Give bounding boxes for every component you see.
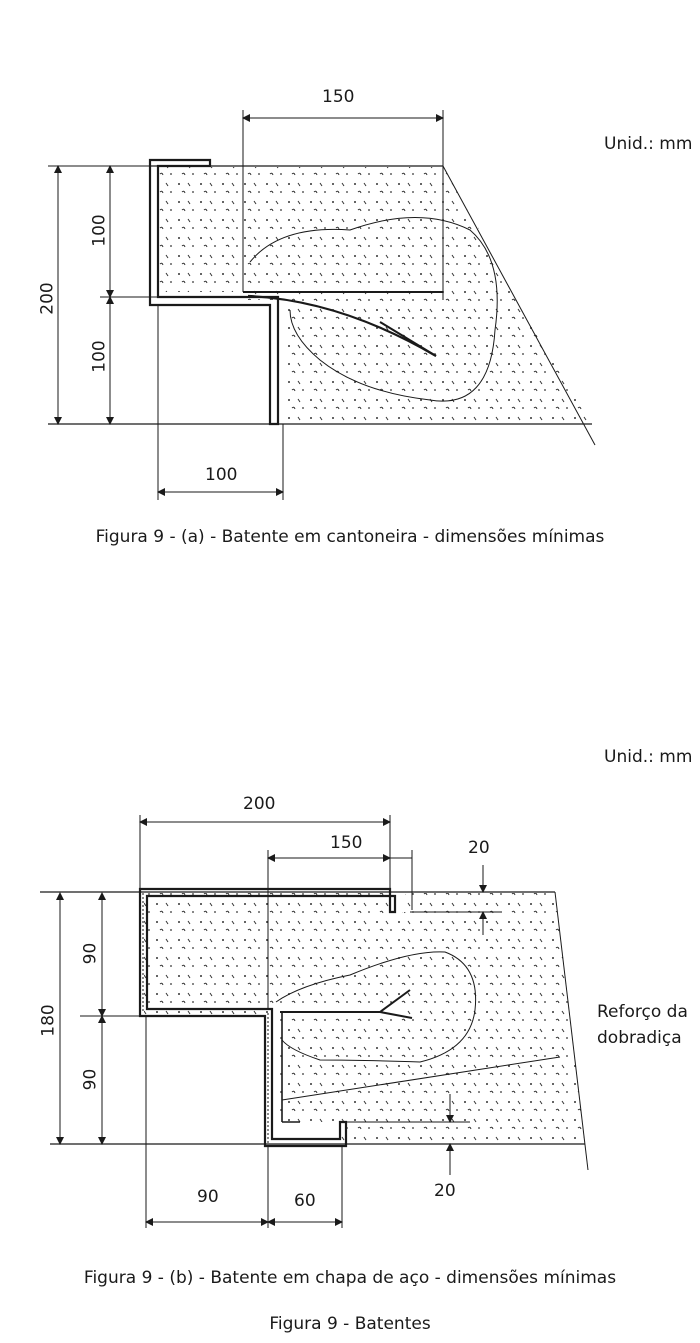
figure-a-unit-label: Unid.: mm [604, 134, 693, 154]
figure-a-caption: Figura 9 - (a) - Batente em cantoneira -… [95, 527, 605, 547]
figure-a-concrete-lower [285, 167, 592, 424]
figure-b-dim-gap-top: 20 [468, 838, 490, 858]
figure-b-dim-height-lower: 90 [80, 1068, 101, 1091]
figure-a-dim-bottom: 100 [205, 465, 238, 485]
figure-a-drawing [48, 110, 596, 500]
figure-b-dim-gap-bottom: 20 [434, 1181, 456, 1201]
figure-b-concrete-upper [144, 893, 405, 1016]
figure-b-dim-top-inner: 150 [330, 833, 363, 853]
figure-b-dim-top-outer: 200 [243, 794, 276, 814]
figure-a-concrete-upper [158, 167, 443, 300]
figure-b-unit-label: Unid.: mm [604, 747, 693, 767]
figure-b-plate-profile [138, 887, 397, 1148]
figure-a-dim-height-lower: 100 [89, 340, 110, 373]
figure-b-concrete-lower [280, 893, 585, 1144]
figure-b-drawing [40, 815, 589, 1228]
figure-b-dim-height-total: 180 [38, 1004, 59, 1037]
figure-b-caption: Figura 9 - (b) - Batente em chapa de aço… [83, 1268, 617, 1288]
figure-b-reinforcement-label-2: dobradiça [597, 1028, 682, 1048]
figure-a-angle-profile [148, 158, 280, 426]
figure-b-dim-bottom-right: 60 [294, 1191, 316, 1211]
figure-a-dim-top: 150 [322, 87, 355, 107]
main-caption: Figura 9 - Batentes [269, 1314, 431, 1334]
figure-a-dim-height-upper: 100 [89, 214, 110, 247]
figure-b-dim-bottom-left: 90 [197, 1187, 219, 1207]
figure-b-dim-height-upper: 90 [80, 942, 101, 965]
figure-b-reinforcement-label-1: Reforço da [597, 1002, 688, 1022]
figure-a-dim-height-total: 200 [37, 282, 58, 315]
